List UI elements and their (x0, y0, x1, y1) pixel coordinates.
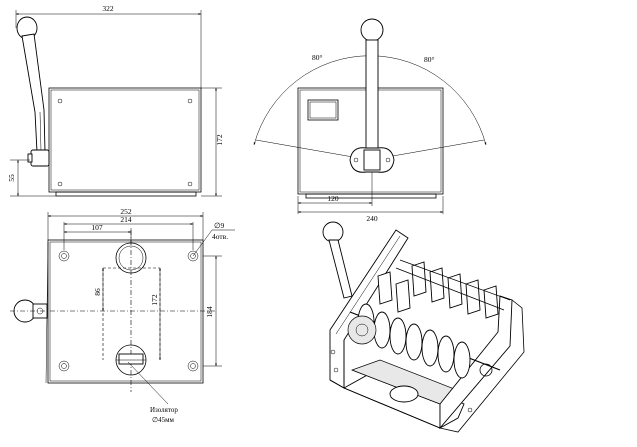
screw (187, 98, 193, 104)
dim-55: 55 (7, 174, 16, 182)
dim-184: 184 (205, 306, 214, 318)
handle-knob (360, 18, 384, 42)
dim-214: 214 (120, 215, 132, 224)
dim-240: 240 (366, 214, 378, 223)
angle-left: 80° (312, 53, 323, 62)
handle-lever (365, 39, 379, 153)
dim-107: 107 (91, 223, 103, 232)
dim-hole-count: 4отв. (212, 232, 228, 241)
handle-knob (322, 221, 344, 243)
screw (57, 181, 63, 187)
dim-252: 252 (120, 207, 132, 216)
dim-hole-dia: ∅9 (214, 221, 225, 230)
ratchet-gear (347, 315, 377, 345)
insulator-dia: ∅45мм (152, 416, 175, 424)
base-plate (47, 239, 204, 384)
isometric-view (322, 221, 525, 433)
contact-blocks (377, 261, 499, 319)
dim-120: 120 (327, 194, 339, 203)
screw (467, 407, 473, 413)
dim-322: 322 (102, 4, 114, 13)
nameplate (307, 99, 339, 121)
front-housing (48, 87, 202, 193)
top-view: 252 214 107 ∅9 4отв. 86 172 184 Изолятор… (10, 207, 235, 424)
insulator-label: Изолятор (150, 406, 178, 414)
tray-opening (389, 385, 419, 403)
front-view: 322 172 55 (7, 4, 224, 197)
dim-86: 86 (93, 288, 102, 296)
handle-hub (30, 149, 50, 167)
side-view: 80° 80° 120 240 (253, 18, 487, 223)
screw (187, 181, 193, 187)
angle-right: 80° (424, 55, 435, 64)
screw (333, 367, 339, 373)
mounting-holes (58, 250, 199, 372)
screw (57, 98, 63, 104)
dim-172-front: 172 (215, 134, 224, 146)
handle-lever (328, 239, 353, 299)
dim-172-top: 172 (150, 294, 159, 306)
screw (330, 349, 336, 355)
handle-lever (21, 33, 46, 153)
